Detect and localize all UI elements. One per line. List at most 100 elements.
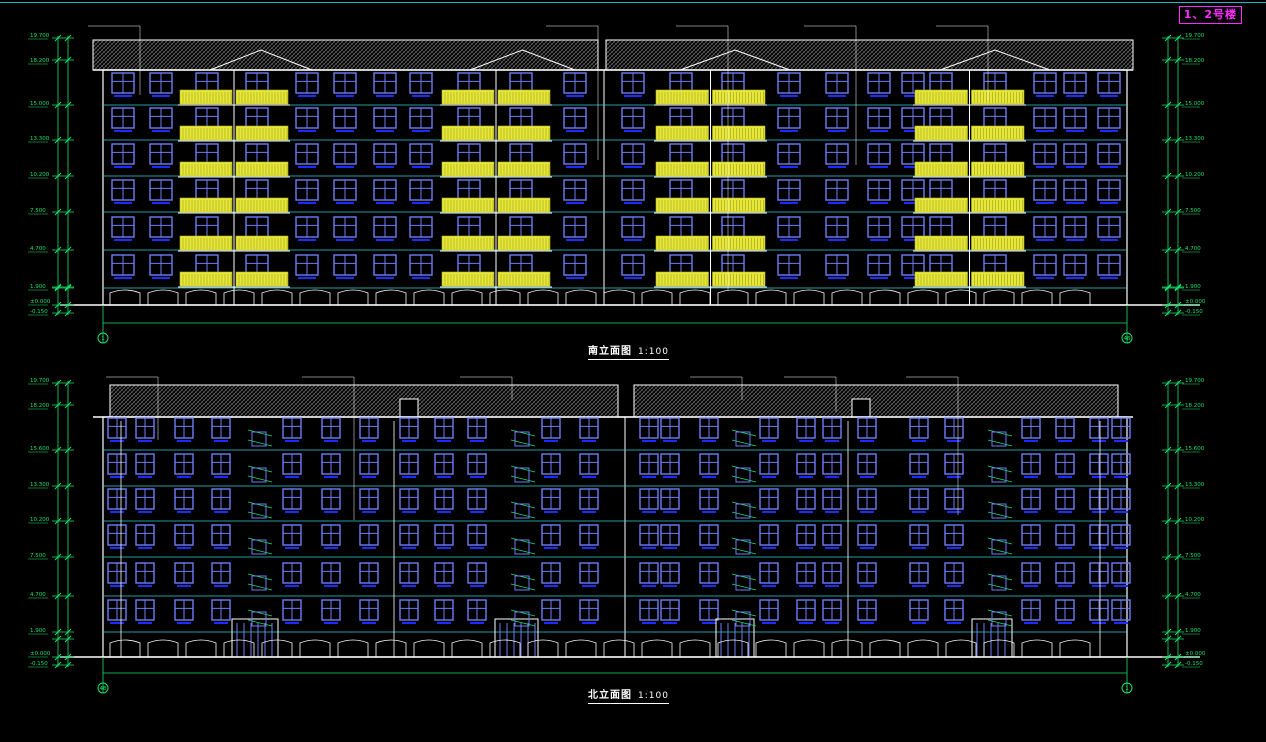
window <box>796 599 816 624</box>
stair-window <box>514 575 530 591</box>
window <box>373 143 397 168</box>
axis-bubble-left: 1 <box>97 332 109 344</box>
ground-opening <box>983 289 1015 305</box>
window <box>333 143 357 168</box>
ground-opening <box>641 289 673 305</box>
window <box>796 524 816 549</box>
balcony <box>440 125 496 142</box>
elevation-label: ±0.000 <box>30 651 51 657</box>
window <box>373 179 397 204</box>
window <box>1063 72 1087 97</box>
balcony <box>969 197 1026 214</box>
window <box>282 488 302 513</box>
window <box>333 216 357 241</box>
window <box>563 72 587 97</box>
window <box>621 254 645 279</box>
elevation-label: 19.700 <box>1185 33 1205 39</box>
ground-opening <box>679 289 711 305</box>
stair-mark <box>247 537 273 545</box>
stair-window <box>735 611 751 627</box>
window <box>1089 524 1109 549</box>
balcony <box>913 197 970 214</box>
window <box>409 143 433 168</box>
window <box>434 524 454 549</box>
window <box>909 417 929 442</box>
stair-window <box>514 503 530 519</box>
stair-mark <box>987 465 1013 473</box>
stair-window <box>735 467 751 483</box>
ground-opening <box>223 639 255 657</box>
sheet-tag: 1、2号楼 <box>1178 6 1242 24</box>
stair-mark <box>247 573 273 581</box>
window <box>857 417 877 442</box>
balcony <box>496 161 552 178</box>
elevation-label: 18.200 <box>1185 58 1205 64</box>
window <box>359 453 379 478</box>
elevation-label: 15.600 <box>1185 446 1205 452</box>
window <box>295 143 319 168</box>
window <box>409 72 433 97</box>
elevation-label: 1.900 <box>30 284 46 290</box>
window <box>777 143 801 168</box>
elevation-label: -0.150 <box>1185 309 1203 315</box>
balcony <box>710 197 767 214</box>
elevation-label: 1.900 <box>30 628 46 634</box>
window <box>822 453 842 478</box>
callout-leader <box>936 25 989 100</box>
ground-opening <box>945 289 977 305</box>
window <box>867 216 891 241</box>
elevation-label: 4.700 <box>1185 246 1201 252</box>
stair-window <box>735 539 751 555</box>
window <box>579 524 599 549</box>
balcony <box>654 161 711 178</box>
balcony <box>710 271 767 288</box>
stair-mark <box>510 537 536 545</box>
stair-window <box>735 431 751 447</box>
stair-mark <box>731 429 757 437</box>
window <box>111 179 135 204</box>
elevation-label: 18.200 <box>30 58 50 64</box>
ground-opening <box>869 639 901 657</box>
window <box>373 254 397 279</box>
window <box>660 524 680 549</box>
window <box>373 72 397 97</box>
window <box>857 524 877 549</box>
ground-opening <box>451 639 483 657</box>
callout-leader <box>784 376 837 412</box>
ground-opening <box>261 639 293 657</box>
ground-opening <box>147 639 179 657</box>
window <box>699 417 719 442</box>
balcony <box>654 235 711 252</box>
window <box>409 254 433 279</box>
elevation-label: 10.200 <box>30 172 50 178</box>
window <box>563 216 587 241</box>
south-title-text: 南立面图 <box>588 346 632 357</box>
elevation-label: -0.150 <box>30 309 48 315</box>
callout-leader <box>460 376 513 400</box>
window <box>295 179 319 204</box>
window <box>660 488 680 513</box>
stair-window <box>991 431 1007 447</box>
window <box>777 254 801 279</box>
window <box>639 562 659 587</box>
window <box>1055 488 1075 513</box>
ground-opening <box>793 289 825 305</box>
window <box>321 417 341 442</box>
elevation-label: 1.900 <box>1185 284 1201 290</box>
window <box>660 599 680 624</box>
window <box>579 417 599 442</box>
balcony <box>234 235 290 252</box>
window <box>857 488 877 513</box>
stair-window <box>251 467 267 483</box>
facade-outline <box>102 416 1128 658</box>
window <box>135 453 155 478</box>
dimension-column-left: 19.70018.20015.00013.30010.2007.5004.700… <box>28 33 74 317</box>
stair-mark <box>987 501 1013 509</box>
window <box>1055 599 1075 624</box>
stair-mark <box>510 465 536 473</box>
window <box>660 417 680 442</box>
balcony <box>234 197 290 214</box>
balcony <box>710 89 767 106</box>
window <box>1111 453 1131 478</box>
stair-window <box>251 575 267 591</box>
